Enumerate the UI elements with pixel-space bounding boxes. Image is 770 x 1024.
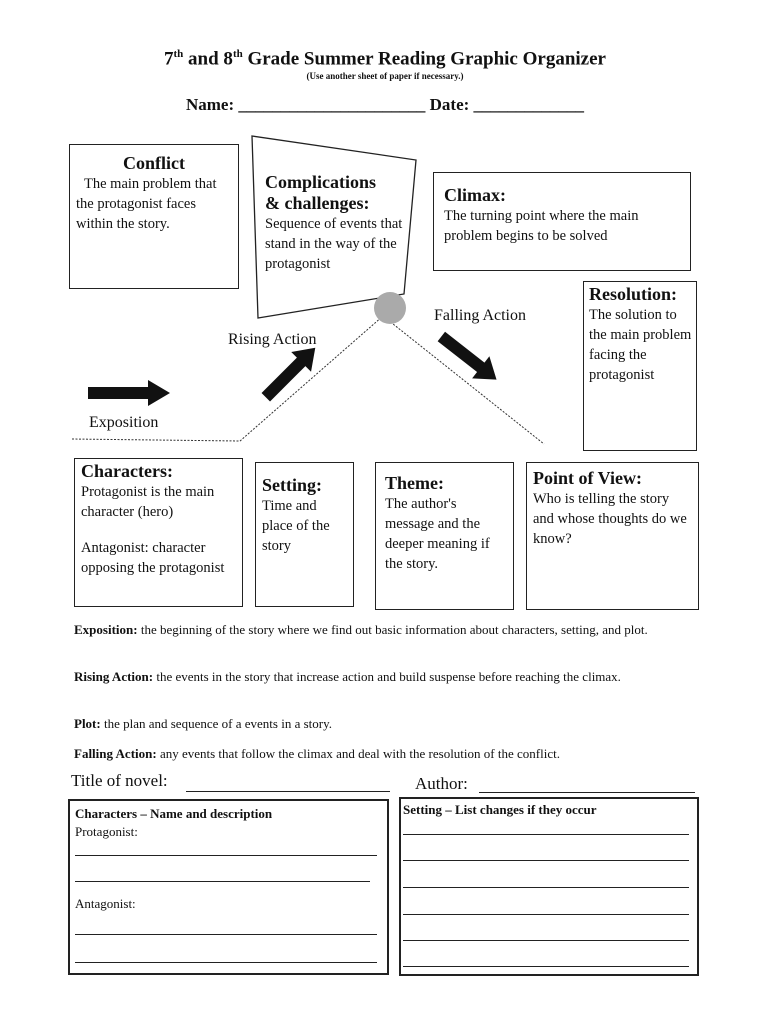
- definition-term: Plot:: [74, 716, 101, 731]
- exposition-label: Exposition: [89, 414, 159, 431]
- page-subtitle: (Use another sheet of paper if necessary…: [306, 71, 464, 81]
- setting-box: Setting: Time and place of the story: [255, 462, 354, 607]
- theme-box: Theme: The author's message and the deep…: [375, 462, 514, 610]
- setting-changes-box: Setting – List changes if they occur: [399, 797, 699, 976]
- definition-exposition: Exposition: the beginning of the story w…: [74, 621, 704, 638]
- characters-description-box: Characters – Name and description Protag…: [68, 799, 389, 975]
- antagonist-line-1[interactable]: [75, 934, 377, 935]
- pov-title: Point of View:: [533, 468, 642, 488]
- protagonist-line-1[interactable]: [75, 855, 377, 856]
- setting-changes-title: Setting – List changes if they occur: [403, 802, 597, 817]
- title-sup: th: [173, 48, 184, 60]
- climax-box: Climax: The turning point where the main…: [433, 172, 691, 271]
- pov-text: Who is telling the story and whose thoug…: [533, 491, 687, 547]
- page-title: 7th and 8th Grade Summer Reading Graphic…: [0, 48, 770, 70]
- theme-text: The author's message and the deeper mean…: [385, 496, 490, 572]
- protagonist-line-2[interactable]: [75, 881, 370, 882]
- characters-description-title: Characters – Name and description: [75, 806, 273, 821]
- setting-title: Setting:: [262, 475, 322, 495]
- protagonist-label: Protagonist:: [75, 824, 138, 839]
- definition-term: Exposition:: [74, 622, 138, 637]
- plot-diagram: [71, 135, 545, 445]
- conflict-title: Conflict: [123, 153, 185, 173]
- title-part: Grade Summer Reading Graphic Organizer: [242, 48, 606, 70]
- rising-action-label: Rising Action: [228, 331, 317, 348]
- setting-line[interactable]: [403, 966, 689, 967]
- definition-plot: Plot: the plan and sequence of a events …: [74, 715, 704, 732]
- setting-line[interactable]: [403, 860, 689, 861]
- climax-text: The turning point where the main problem…: [444, 208, 639, 244]
- novel-title-field[interactable]: [186, 791, 390, 792]
- falling-arrow-icon: [437, 331, 497, 380]
- climax-circle: [374, 292, 406, 324]
- falling-action-label: Falling Action: [434, 307, 526, 324]
- definition-falling-action: Falling Action: any events that follow t…: [74, 745, 704, 762]
- resolution-box: Resolution: The solution to the main pro…: [583, 281, 697, 451]
- title-part: 7: [164, 48, 174, 70]
- complications-text: Sequence of events that stand in the way…: [265, 216, 403, 272]
- definition-text: the plan and sequence of a events in a s…: [100, 716, 332, 731]
- definition-rising-action: Rising Action: the events in the story t…: [74, 668, 704, 685]
- name-label: Name:: [185, 95, 235, 114]
- name-field[interactable]: ______________________: [238, 95, 426, 114]
- definition-term: Rising Action:: [74, 669, 154, 684]
- exposition-arrow-icon: [88, 380, 170, 406]
- resolution-text: The solution to the main problem facing …: [589, 307, 692, 383]
- setting-line[interactable]: [403, 887, 689, 888]
- resolution-title: Resolution:: [589, 284, 678, 304]
- novel-title-label: Title of novel:: [71, 771, 168, 790]
- climax-title: Climax:: [444, 185, 506, 205]
- point-of-view-box: Point of View: Who is telling the story …: [526, 462, 699, 610]
- definition-text: the beginning of the story where we find…: [137, 622, 648, 637]
- setting-line[interactable]: [403, 940, 689, 941]
- definition-text: the events in the story that increase ac…: [153, 669, 621, 684]
- setting-line[interactable]: [403, 834, 689, 835]
- antagonist-line-2[interactable]: [75, 962, 377, 963]
- rising-arrow-icon: [261, 347, 316, 402]
- definition-text: any events that follow the climax and de…: [156, 746, 560, 761]
- antagonist-label: Antagonist:: [75, 896, 136, 911]
- complications-title-2: & challenges:: [265, 193, 370, 213]
- date-field[interactable]: _____________: [473, 95, 585, 114]
- complications-content: Complications & challenges: Sequence of …: [265, 172, 415, 274]
- complications-trapezoid: [251, 135, 417, 319]
- characters-box: Characters: Protagonist is the main char…: [74, 458, 243, 607]
- conflict-text: The main problem that the protagonist fa…: [76, 176, 217, 232]
- characters-title: Characters:: [81, 461, 173, 481]
- date-label: Date:: [429, 95, 470, 114]
- conflict-box: Conflict The main problem that the prota…: [69, 144, 239, 289]
- setting-line[interactable]: [403, 914, 689, 915]
- characters-text-2: Antagonist: character opposing the prota…: [81, 540, 225, 576]
- characters-text-1: Protagonist is the main character (hero): [81, 484, 215, 520]
- complications-title-1: Complications: [265, 172, 377, 192]
- setting-text: Time and place of the story: [262, 498, 330, 554]
- author-label: Author:: [415, 774, 468, 793]
- title-sup: th: [232, 48, 243, 60]
- definition-term: Falling Action:: [74, 746, 157, 761]
- author-field[interactable]: [479, 792, 695, 793]
- name-date-line: Name: ______________________ Date: _____…: [0, 95, 770, 115]
- theme-title: Theme:: [385, 473, 444, 493]
- title-part: and 8: [183, 48, 233, 70]
- plot-line: [71, 315, 545, 445]
